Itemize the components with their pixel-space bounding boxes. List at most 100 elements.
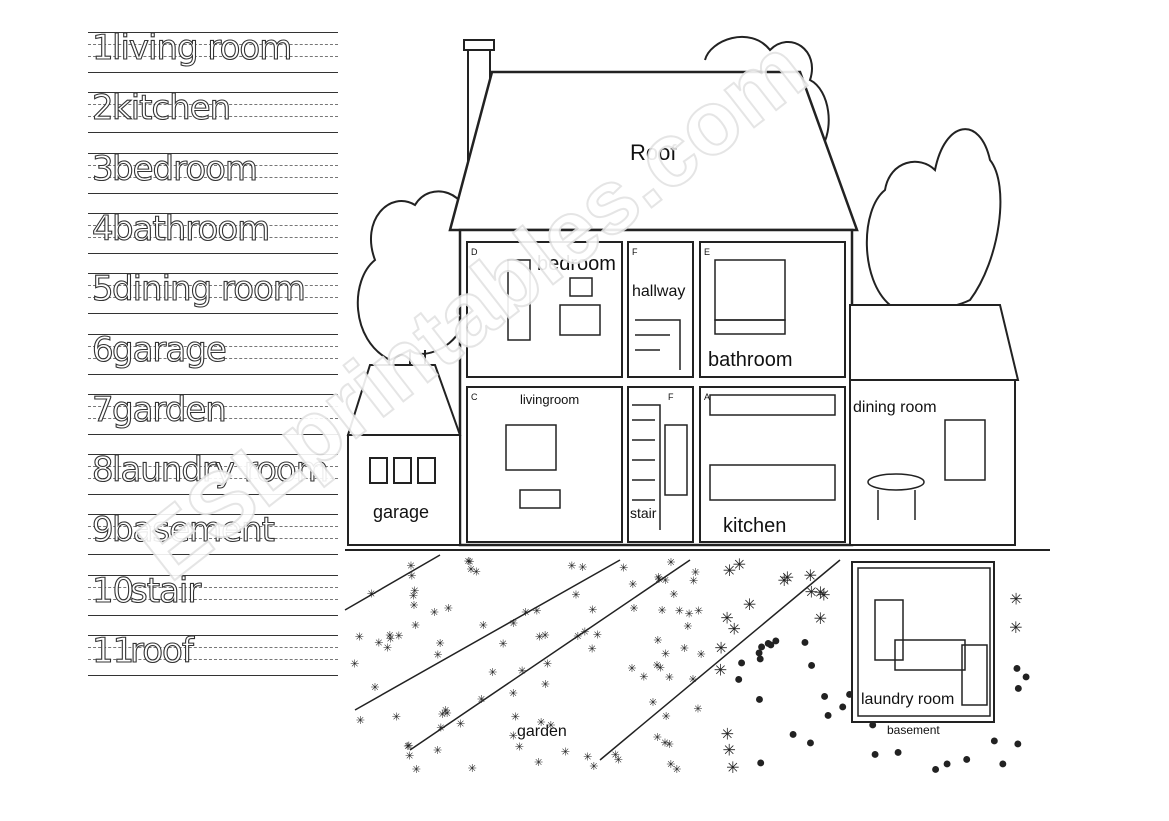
flower-mark: ●: [755, 691, 765, 708]
flower-mark: ✳: [689, 576, 698, 588]
flower-mark: ✳: [728, 621, 741, 638]
writing-guide-line: [88, 212, 338, 214]
flower-mark: ✳: [628, 579, 637, 591]
hallway-box: [627, 241, 694, 378]
flower-mark: ✳: [666, 557, 675, 569]
flower-mark: ✳: [444, 603, 453, 615]
flower-mark: ✳: [438, 709, 447, 721]
vocabulary-word: roof: [129, 631, 194, 671]
flower-mark: ✳: [405, 751, 414, 763]
flower-mark: ✳: [406, 560, 415, 572]
label-garage: garage: [373, 502, 429, 522]
writing-guide-line: [88, 405, 338, 407]
flower-mark: ✳: [464, 556, 473, 568]
flower-mark: ●: [800, 634, 810, 651]
flower-mark: ✳: [578, 562, 587, 574]
label-kitchen: kitchen: [723, 515, 786, 537]
flower-mark: ✳: [511, 711, 520, 723]
flower-mark: ✳: [733, 557, 746, 574]
flower-mark: ✳: [456, 718, 465, 730]
flower-mark: ✳: [588, 644, 597, 656]
flower-mark: ✳: [588, 605, 597, 617]
flower-mark: ✳: [411, 620, 420, 632]
room-letter-stair: F: [668, 392, 674, 402]
flower-mark: ✳: [386, 634, 395, 646]
writing-guide-line: [88, 297, 338, 299]
writing-guide-line: [88, 586, 338, 588]
flower-mark: ✳: [778, 573, 791, 590]
writing-guide-line: [88, 614, 338, 616]
flower-mark: ●: [1021, 669, 1031, 686]
writing-guide-line: [88, 32, 338, 33]
writing-guide-line: [88, 598, 338, 600]
vocabulary-number: 2: [91, 88, 114, 129]
flower-mark: ✳: [720, 611, 733, 628]
flower-mark: ✳: [543, 659, 552, 671]
writing-guide-line: [88, 116, 338, 118]
vocabulary-number: 6: [91, 329, 114, 370]
flower-mark: ✳: [535, 632, 544, 644]
flower-mark: ●: [868, 716, 878, 733]
flower-mark: ✳: [723, 742, 736, 759]
flower-mark: ✳: [367, 588, 376, 600]
flower-mark: ●: [893, 744, 903, 761]
flower-mark: ✳: [1009, 592, 1022, 609]
flower-mark: ✳: [466, 564, 475, 576]
flower-mark: ✳: [479, 620, 488, 632]
flower-mark: ●: [942, 755, 952, 772]
writing-guide-line: [88, 526, 338, 528]
tree-right: [865, 128, 1002, 315]
flower-mark: ✳: [443, 708, 452, 720]
flower-mark: ✳: [805, 584, 818, 601]
flower-mark: ✳: [685, 609, 694, 621]
flower-mark: ✳: [477, 694, 486, 706]
flower-mark: ✳: [392, 712, 401, 724]
room-letter-livingroom: C: [471, 392, 478, 402]
flower-mark: ✳: [1009, 620, 1022, 637]
flower-mark: ●: [737, 654, 747, 671]
writing-guide-line: [88, 466, 338, 468]
writing-guide-line: [88, 44, 338, 45]
flower-mark: ✳: [662, 711, 671, 723]
garden-path: [344, 554, 841, 761]
flower-mark: ✳: [472, 567, 481, 579]
flower-mark: ✳: [627, 663, 636, 675]
vocabulary-word: bathroom: [111, 208, 270, 249]
flower-mark: ✳: [537, 717, 546, 729]
flower-mark: ✳: [509, 618, 518, 630]
flower-mark: ✳: [714, 641, 727, 658]
flower-mark: ●: [734, 671, 744, 688]
writing-guide-line: [88, 554, 338, 556]
flower-mark: ✳: [350, 658, 359, 670]
basement-box: [851, 561, 995, 723]
flower-mark: ●: [998, 756, 1008, 773]
writing-guide-line: [88, 285, 338, 287]
flower-mark: ✳: [619, 563, 628, 575]
flower-mark: ✳: [654, 574, 663, 586]
writing-guide-line: [88, 56, 338, 57]
vocabulary-word: dining room: [111, 269, 306, 310]
flower-mark: ●: [990, 733, 1000, 750]
flower-mark: ✳: [546, 720, 555, 732]
writing-guide-line: [88, 417, 338, 419]
flower-mark: ✳: [804, 568, 817, 585]
writing-guide-line: [88, 433, 338, 435]
flower-mark: ✳: [589, 761, 598, 773]
flower-mark: ✳: [691, 567, 700, 579]
flower-mark: ✳: [436, 638, 445, 650]
flower-mark: ●: [754, 645, 764, 662]
flower-mark: ✳: [355, 632, 364, 644]
writing-guide-line: [88, 574, 338, 576]
flower-mark: ✳: [665, 672, 674, 684]
flower-mark: ●: [755, 651, 765, 668]
flower-mark: ✳: [409, 600, 418, 612]
writing-guide-line: [88, 273, 338, 275]
flower-mark: ✳: [409, 590, 418, 602]
vocabulary-word: basement: [111, 510, 275, 551]
flower-mark: ✳: [374, 638, 383, 650]
writing-guide-line: [88, 373, 338, 375]
flower-mark: ✳: [614, 755, 623, 767]
